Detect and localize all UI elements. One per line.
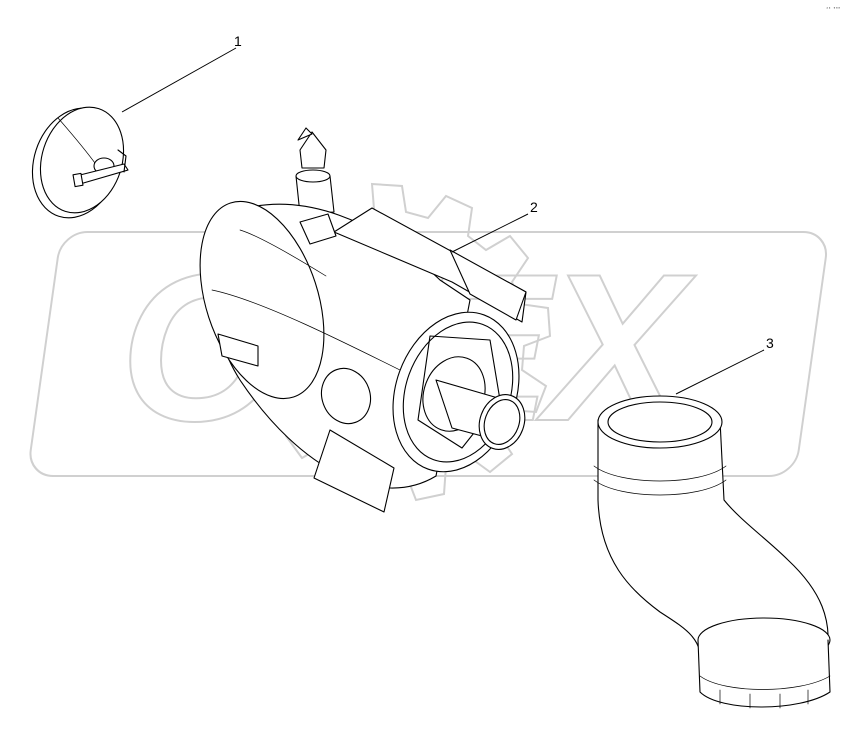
leader-1 — [121, 47, 237, 113]
part-3-elbow — [593, 395, 831, 709]
callout-3: 3 — [766, 335, 774, 351]
part-1-rain-cap — [31, 106, 129, 219]
part-2-air-filter — [199, 127, 527, 513]
corner-mark: ᵃᵇ ⁰⁰⁰ — [826, 6, 840, 11]
callouts: 1 2 3 — [234, 33, 774, 351]
leader-2 — [451, 213, 529, 253]
leader-lines — [121, 47, 765, 395]
leader-3 — [675, 349, 765, 395]
callout-1: 1 — [234, 33, 242, 49]
callout-2: 2 — [530, 199, 538, 215]
